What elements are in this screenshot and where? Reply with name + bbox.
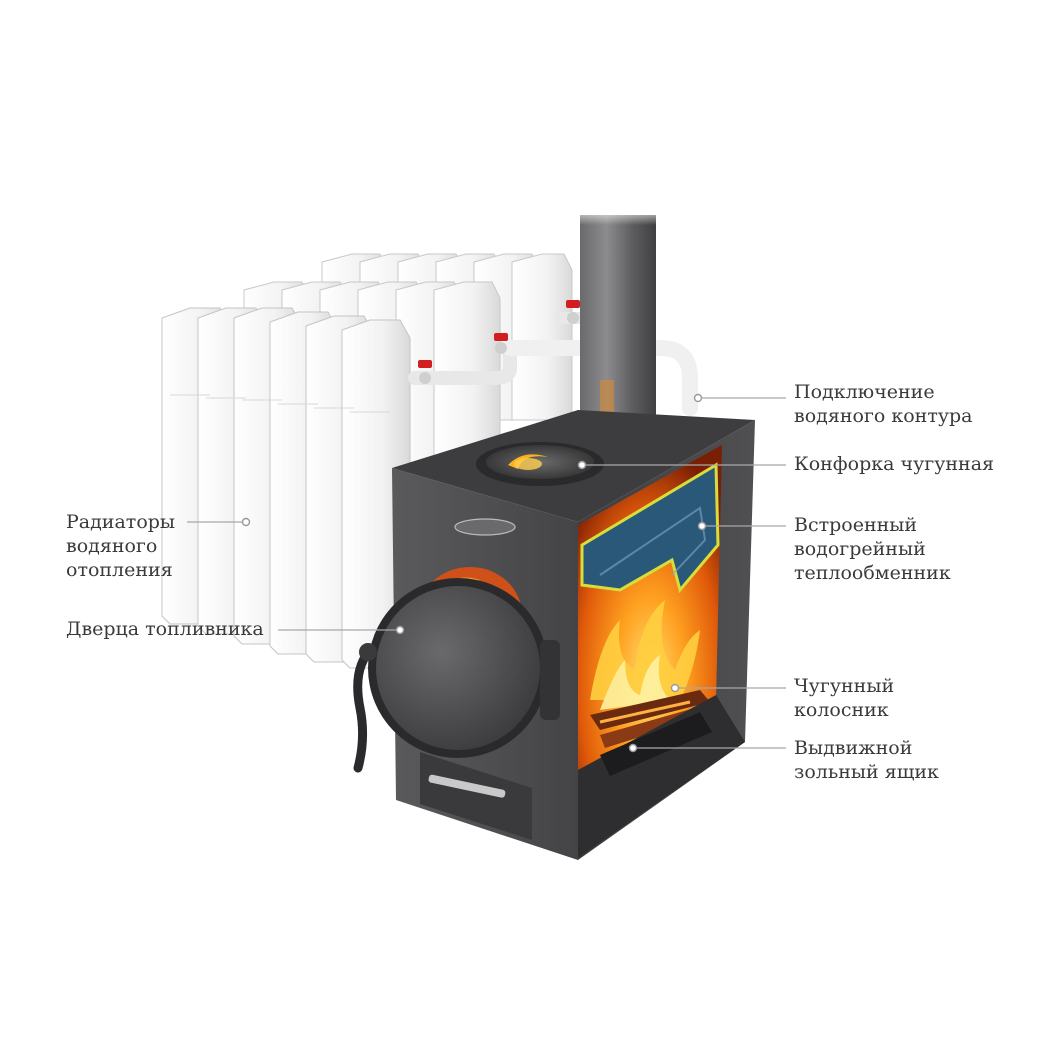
callout-water-circuit: Подключение водяного контура (794, 380, 973, 428)
grate-bars (600, 712, 712, 776)
callout-radiators-line-2: водяного (66, 535, 158, 557)
callout-ash-drawer-line-2: зольный ящик (794, 761, 939, 783)
callout-ash-drawer: Выдвижной зольный ящик (794, 736, 939, 784)
cast-iron-cooktop (476, 442, 604, 486)
callout-firebox-door-line-1: Дверца топливника (66, 618, 264, 640)
callout-radiators-line-1: Радиаторы (66, 511, 176, 533)
heat-exchanger (580, 462, 720, 594)
leader-lines (187, 393, 786, 753)
front-ash-drawer (420, 752, 532, 840)
callout-radiators: Радиаторы водяного отопления (66, 510, 175, 582)
radiator-valves (418, 300, 580, 384)
callout-heat-exchanger-line-1: Встроенный (794, 514, 918, 536)
chimney-pipe (578, 205, 658, 448)
callout-cooktop-line-1: Конфорка чугунная (794, 453, 995, 475)
callout-firebox-door: Дверца топливника (66, 617, 264, 641)
flames (590, 600, 700, 710)
callout-water-circuit-line-2: водяного контура (794, 405, 973, 427)
radiator-bank-front (161, 307, 411, 669)
callout-ash-drawer-line-1: Выдвижной (794, 737, 913, 759)
callout-heat-exchanger-line-3: теплообменник (794, 562, 951, 584)
callout-cooktop: Конфорка чугунная (794, 452, 994, 476)
callout-grate-line-1: Чугунный (794, 675, 895, 697)
callout-grate: Чугунный колосник (794, 674, 894, 722)
callout-water-circuit-line-1: Подключение (794, 381, 935, 403)
firebox-door (353, 567, 560, 773)
callout-heat-exchanger: Встроенный водогрейный теплообменник (794, 513, 951, 585)
callout-radiators-line-3: отопления (66, 559, 173, 581)
callout-heat-exchanger-line-2: водогрейный (794, 538, 926, 560)
callout-grate-line-2: колосник (794, 699, 889, 721)
brand-plaque (454, 518, 516, 536)
